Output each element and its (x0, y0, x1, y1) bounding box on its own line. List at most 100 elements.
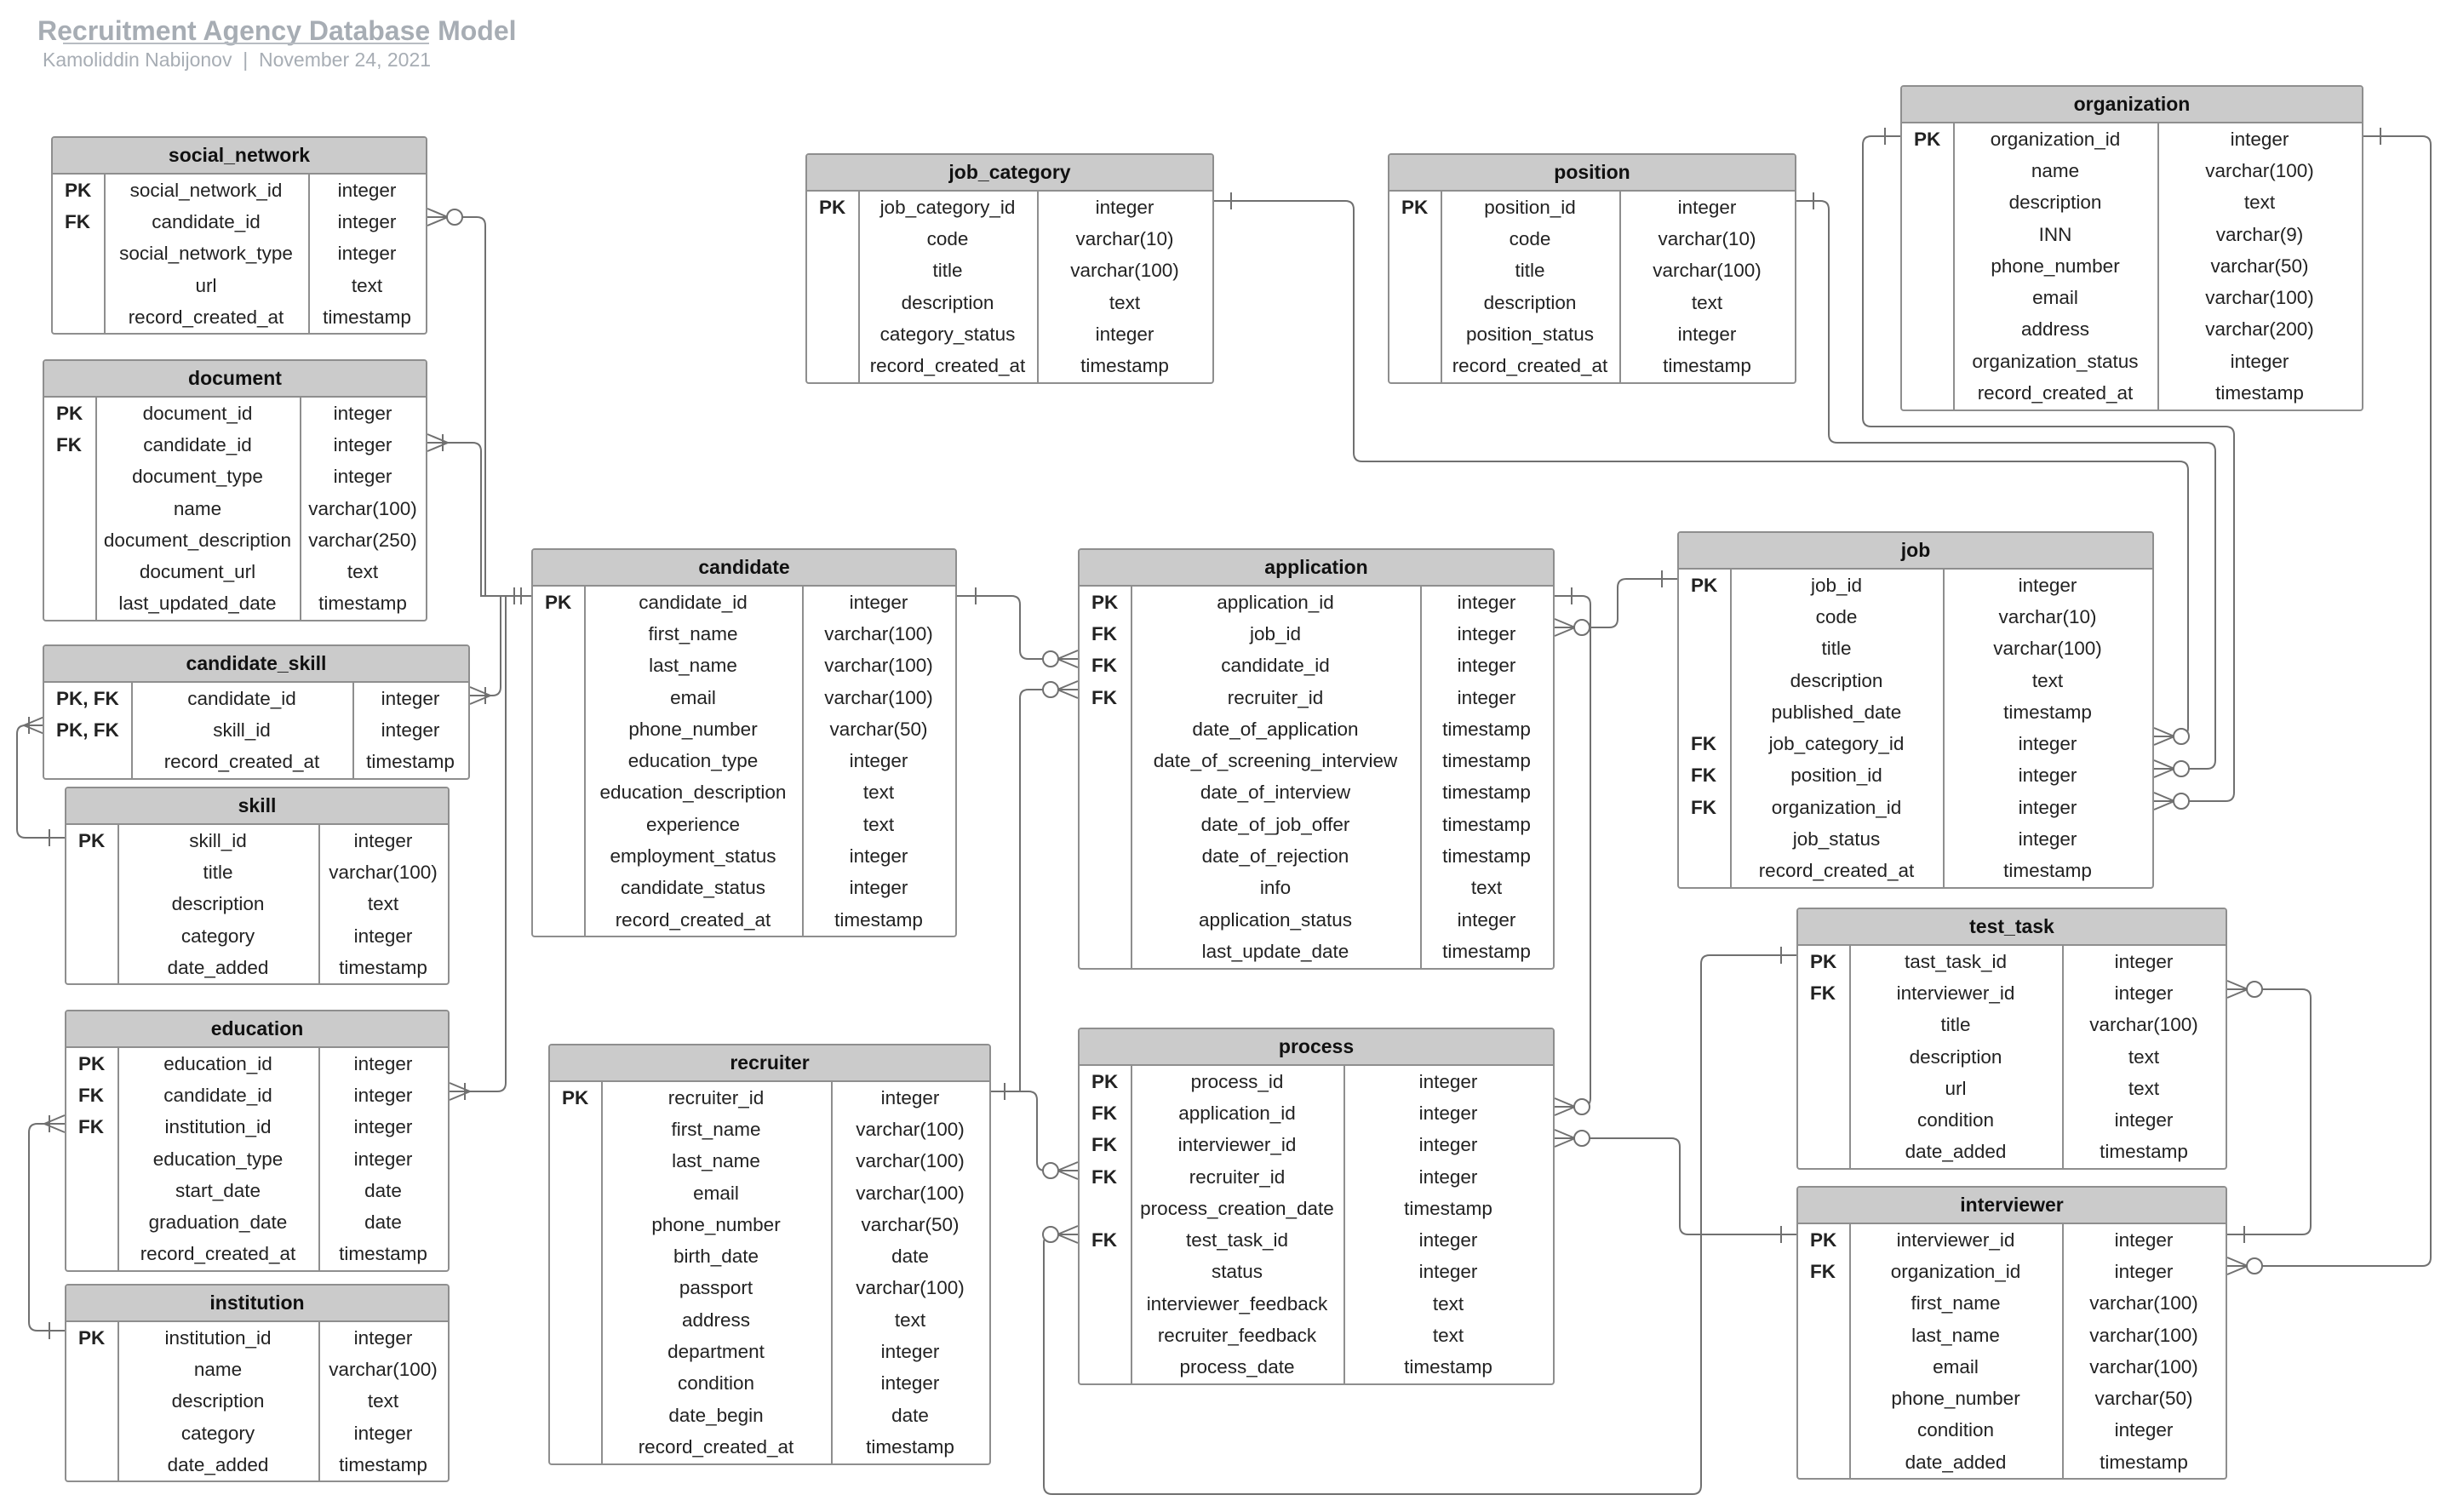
field-type: integer (353, 829, 413, 851)
field-name: record_created_at (1758, 860, 1915, 882)
field-name: education_description (599, 782, 787, 804)
crowfoot-application-recruiter (1057, 680, 1079, 699)
column-divider (117, 1322, 119, 1481)
field-name: INN (2038, 223, 2072, 245)
entity-title: test_task (1798, 909, 2226, 946)
field-key: FK (1091, 686, 1117, 708)
entity-title: institution (66, 1286, 448, 1322)
field-name: date_added (1905, 1141, 2007, 1163)
entity-title: application (1080, 550, 1553, 587)
field-name: social_network_type (119, 243, 293, 265)
field-type: integer (337, 243, 397, 265)
column-divider (1037, 192, 1039, 382)
crowfoot-document (427, 433, 449, 452)
field-key: FK (56, 433, 82, 455)
field-name: education_type (627, 750, 759, 772)
field-row: social_network_type integer (53, 238, 426, 270)
column-divider (308, 175, 310, 334)
field-name: description (171, 1390, 265, 1412)
field-key: PK (78, 829, 106, 851)
field-key: FK (1091, 622, 1117, 644)
zero-marker-process-application (1573, 1098, 1590, 1115)
title-divider (63, 43, 429, 44)
field-name: interviewer_id (1177, 1134, 1297, 1156)
field-type: timestamp (339, 1453, 427, 1475)
field-type: integer (849, 877, 908, 899)
field-type: varchar(100) (824, 686, 933, 708)
field-type: varchar(50) (2094, 1388, 2193, 1410)
field-key: PK (1691, 574, 1718, 596)
field-name: category (180, 1422, 255, 1444)
field-name: document_description (103, 529, 292, 551)
crowfoot-job-position (2153, 759, 2175, 778)
field-type: timestamp (866, 1435, 954, 1458)
field-name: recruiter_feedback (1157, 1325, 1317, 1347)
field-type: integer (1457, 655, 1516, 677)
field-name: organization_id (1771, 796, 1902, 818)
field-type: integer (353, 1052, 413, 1074)
field-type: integer (1095, 323, 1154, 345)
field-name: date_begin (668, 1404, 764, 1426)
field-name: application_status (1198, 908, 1353, 931)
field-name: record_created_at (1977, 382, 2134, 404)
field-type: integer (849, 750, 908, 772)
field-type: integer (849, 591, 908, 613)
column-divider (1943, 570, 1945, 887)
field-type: timestamp (366, 751, 455, 773)
field-type: timestamp (2003, 701, 2092, 723)
field-row: education_type integer (533, 745, 955, 776)
field-name: last_updated_date (118, 593, 277, 615)
field-name: skill_id (213, 719, 271, 741)
field-name: candidate_id (187, 687, 296, 709)
field-name: test_task_id (1185, 1229, 1289, 1251)
connector-candidate-education (450, 595, 531, 1092)
field-name: email (693, 1182, 739, 1204)
column-divider (2157, 123, 2159, 410)
